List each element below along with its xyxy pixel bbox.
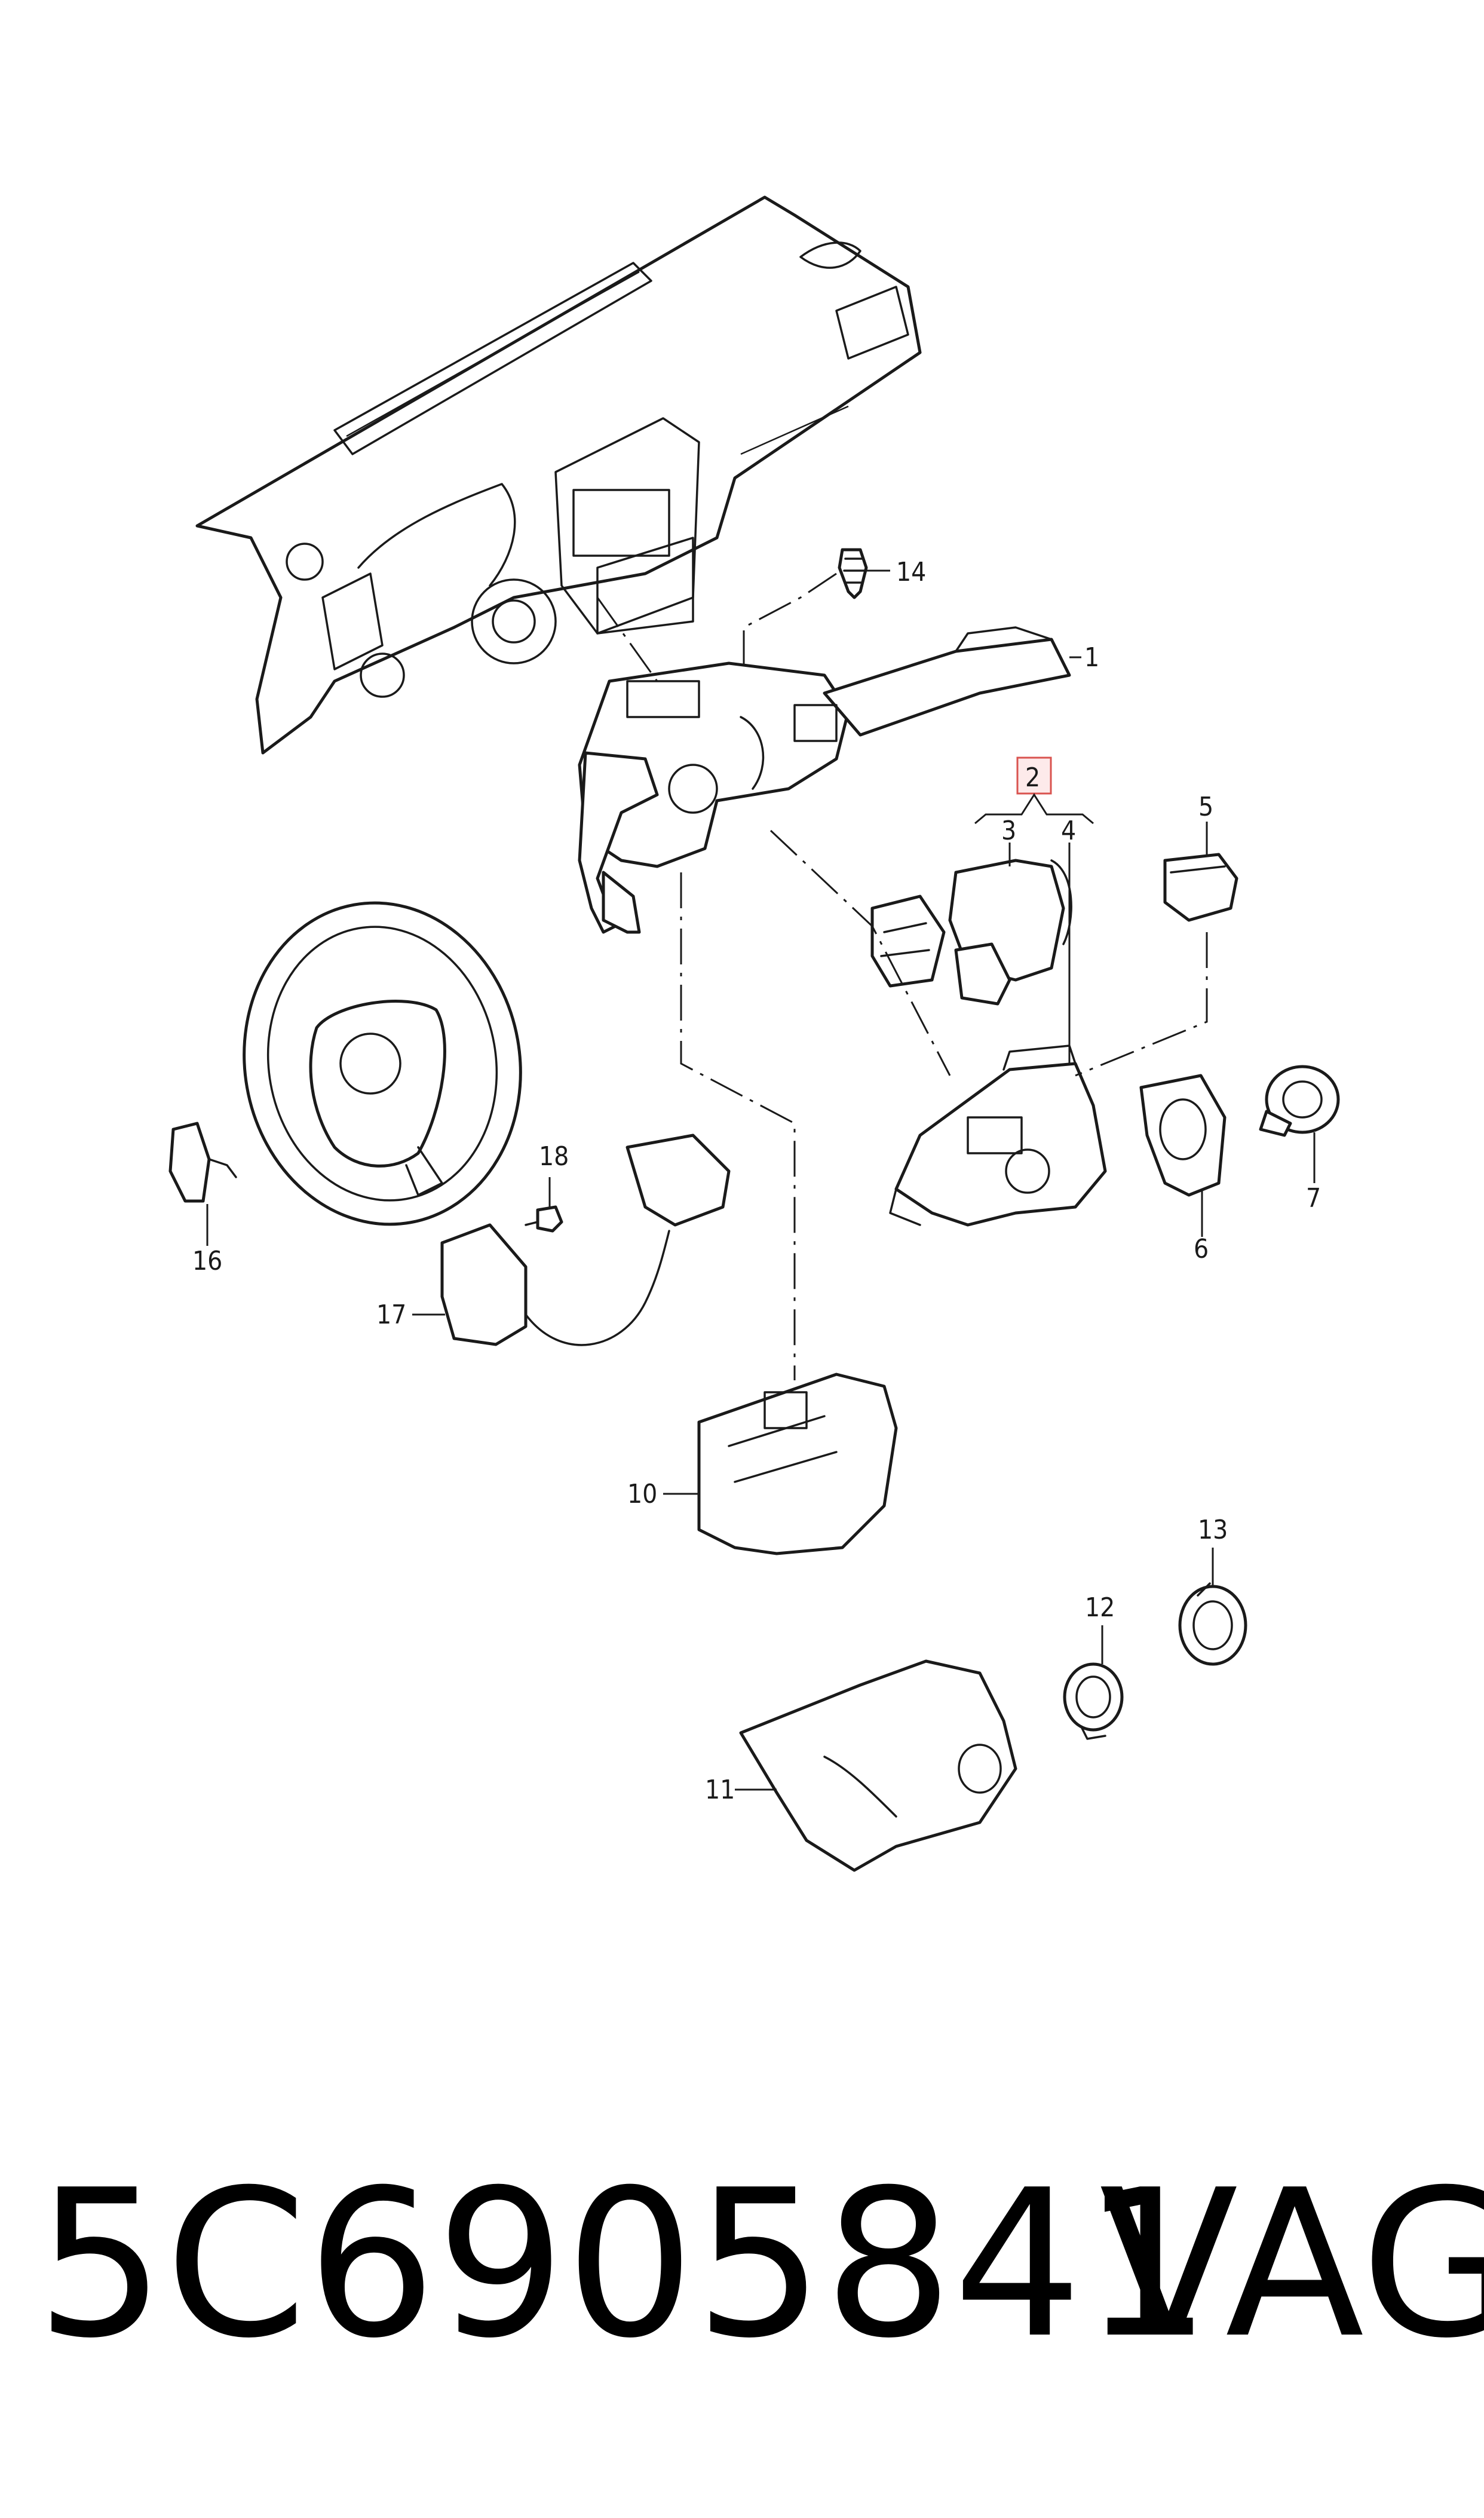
part-1-steering-column-switch: [578, 626, 1071, 934]
dashboard: [195, 195, 922, 755]
callout-18: 18: [539, 1141, 569, 1172]
part-2-group: [974, 756, 1094, 825]
part-16-button: [168, 1122, 237, 1203]
callout-1: 1: [1084, 642, 1099, 673]
part-number-caption: 5C6905841: [36, 2146, 1212, 2383]
part-11-lower-shroud: [739, 1659, 1017, 1872]
callout-2: 2: [1025, 762, 1040, 793]
part-5-switch: [1163, 853, 1238, 922]
assembly-lines: [596, 572, 1208, 1380]
part-13-clock-spring: [1178, 1582, 1247, 1666]
part-12-ring: [1063, 1662, 1124, 1740]
callout-4: 4: [1061, 816, 1076, 846]
part-3-lock-housing: [870, 859, 1072, 1006]
callout-11: 11: [705, 1775, 735, 1805]
part-6-trim-ring: [1139, 1074, 1227, 1197]
part-14-screw: [838, 548, 868, 599]
part-10-column-housing: [697, 1373, 898, 1555]
leader-lines: [206, 569, 1316, 1791]
callout-3: 3: [1001, 816, 1016, 846]
brand-caption: VAG: [1099, 2146, 1484, 2383]
callout-17: 17: [376, 1300, 406, 1330]
callout-6: 6: [1194, 1234, 1209, 1264]
callout-5: 5: [1198, 792, 1213, 822]
callout-14: 14: [896, 557, 926, 587]
part-4-lock-assembly: [889, 1044, 1107, 1227]
callouts: 14 1 2 3 4 5 6 7 18 16 17 10 13 12 11: [192, 557, 1321, 1805]
callout-13: 13: [1198, 1515, 1228, 1545]
part-18-screw: [525, 1205, 563, 1233]
part-7-ignition-barrel: [1259, 1065, 1340, 1137]
part-17-multifunction-switch: [440, 1134, 731, 1346]
callout-16: 16: [192, 1246, 222, 1276]
callout-12: 12: [1085, 1592, 1115, 1623]
callout-10: 10: [627, 1479, 657, 1509]
callout-7: 7: [1306, 1183, 1321, 1214]
steering-wheel: [243, 901, 522, 1226]
